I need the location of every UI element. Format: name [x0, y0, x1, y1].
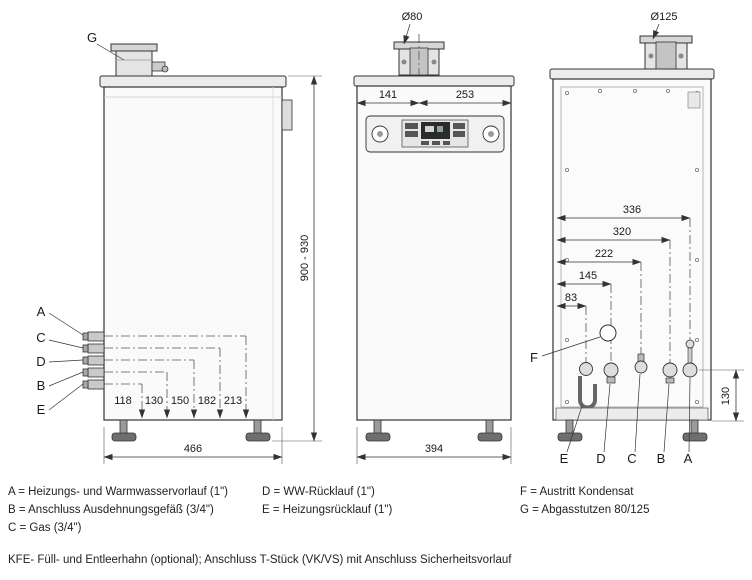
dim-145: 145 [579, 270, 597, 282]
legend-column-1: A = Heizungs- und Warmwasservorlauf (1")… [8, 483, 228, 537]
front-feet [365, 419, 503, 442]
front-width-dim: 394 [356, 427, 512, 464]
fitting-d [603, 362, 619, 378]
legend-item-e: E = Heizungsrücklauf (1") [262, 504, 393, 516]
dim-130: 130 [720, 387, 732, 405]
condensate-outlet [599, 324, 617, 342]
dim-130: 130 [145, 395, 163, 407]
legend-column-2: D = WW-Rücklauf (1") E = Heizungsrücklau… [262, 483, 392, 519]
dim-182: 182 [198, 395, 216, 407]
dim-900-930: 900 - 930 [299, 235, 311, 281]
panel-button [443, 141, 450, 145]
side-top-cover [99, 75, 287, 88]
rear-label-a: A [684, 451, 693, 466]
rear-view: Ø125 336 320 222 145 83 [530, 11, 744, 466]
rear-label-f-leader [541, 336, 601, 357]
side-label-d: D [36, 354, 45, 369]
front-top-cover [353, 75, 515, 87]
flue-pipe-side [110, 43, 169, 77]
side-body [103, 86, 283, 421]
boiler-dimension-drawing: G A C D B E [36, 11, 744, 466]
side-height-range-dim: 900 - 930 [272, 75, 322, 442]
side-view: G A C D B E [36, 30, 322, 464]
dim-394: 394 [425, 443, 443, 455]
side-label-c: C [36, 330, 45, 345]
side-feet [111, 419, 271, 442]
dim-213: 213 [224, 395, 242, 407]
panel-button [432, 141, 440, 145]
front-flue-leader [403, 23, 411, 45]
dim-466: 466 [184, 443, 202, 455]
dim-141: 141 [379, 89, 397, 101]
rear-connection-labels: E D C B A [560, 373, 693, 466]
dim-118: 118 [114, 395, 132, 407]
panel-button [421, 141, 429, 145]
rear-feet [557, 419, 708, 442]
rear-inner-panel [560, 86, 704, 408]
side-centerlines [104, 335, 250, 419]
rear-label-b: B [657, 451, 666, 466]
dim-320: 320 [613, 226, 631, 238]
front-flue-dim: Ø80 [402, 11, 423, 23]
fitting-a [682, 362, 698, 378]
rear-label-f: F [530, 350, 538, 365]
side-label-a: A [37, 304, 46, 319]
panel-button [405, 123, 418, 129]
side-connection-fittings [82, 331, 105, 390]
panel-button [453, 123, 465, 129]
legend-item-d: D = WW-Rücklauf (1") [262, 486, 375, 498]
rear-label-d: D [596, 451, 605, 466]
control-panel [365, 115, 505, 153]
panel-button [453, 131, 465, 137]
rear-flue-dim: Ø125 [651, 11, 678, 23]
side-wall-bracket [281, 99, 293, 131]
rear-top-cover [549, 68, 715, 80]
flue-label-g-leader [96, 43, 125, 61]
rear-centerlines [585, 218, 691, 364]
legend-footnote: KFE- Füll- und Entleerhahn (optional); A… [8, 554, 512, 566]
side-width-dim: 466 [103, 427, 283, 464]
rear-fittings [578, 339, 698, 410]
fitting-e [579, 362, 593, 376]
fitting-b [662, 362, 678, 378]
condensate-siphon [578, 376, 597, 410]
side-label-b: B [37, 378, 46, 393]
dim-83: 83 [565, 292, 577, 304]
side-label-e: E [37, 402, 46, 417]
front-view: Ø80 141 253 [353, 11, 515, 464]
legend-item-g: G = Abgasstutzen 80/125 [520, 504, 650, 516]
rear-label-e: E [560, 451, 569, 466]
rear-base-frame [555, 407, 709, 421]
legend-item-f: F = Austritt Kondensat [520, 486, 634, 498]
rear-flue-leader [652, 23, 660, 40]
legend-item-b: B = Anschluss Ausdehnungsgefäß (3/4") [8, 504, 214, 516]
dim-150: 150 [171, 395, 189, 407]
dim-336: 336 [623, 204, 641, 216]
side-connection-labels: A C D B E [36, 304, 84, 417]
panel-button [405, 131, 418, 137]
legend-item-a: A = Heizungs- und Warmwasservorlauf (1") [8, 486, 228, 498]
legend-item-c: C = Gas (3/4") [8, 522, 82, 534]
flue-label-g: G [87, 30, 97, 45]
dim-222: 222 [595, 248, 613, 260]
fitting-c [634, 360, 648, 374]
front-flue-offset-dims: 141 253 [356, 89, 512, 107]
legend-column-3: F = Austritt Kondensat G = Abgasstutzen … [520, 483, 649, 519]
side-height-dims: 118 130 150 182 213 [114, 395, 242, 407]
rear-height-dim: 130 [699, 369, 744, 422]
flue-pipe-rear [639, 35, 693, 70]
rear-label-c: C [627, 451, 636, 466]
rear-top-right-box [687, 91, 701, 109]
dim-253: 253 [456, 89, 474, 101]
rear-offset-dims: 336 320 222 145 83 [556, 204, 691, 310]
